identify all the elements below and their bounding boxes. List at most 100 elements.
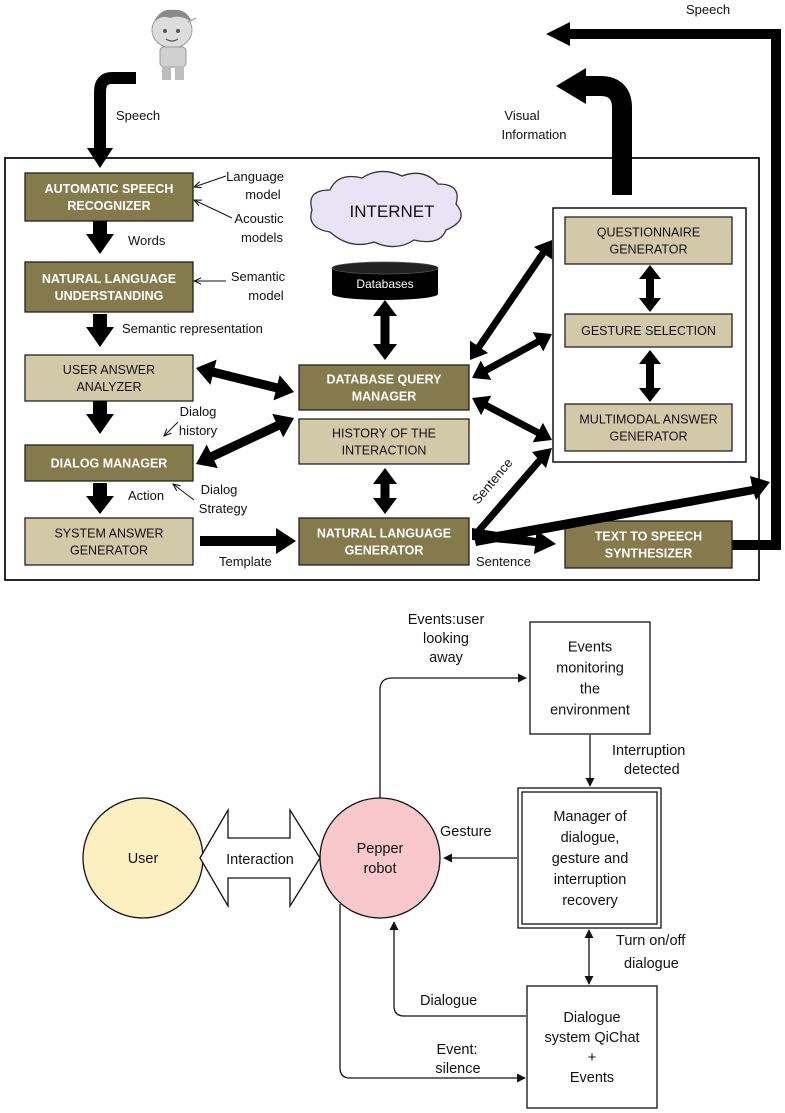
speech-out-arrow	[568, 29, 781, 550]
box-mag-line-2: GENERATOR	[609, 430, 687, 444]
dialog-strategy-label-1: Dialog	[201, 482, 238, 497]
interaction-label: Interaction	[226, 852, 294, 868]
qichat-box	[526, 985, 658, 1109]
events-box-line-3: the	[580, 682, 600, 698]
arrow-gs-mag	[639, 350, 661, 402]
internet-label: INTERNET	[350, 202, 435, 221]
semantic-model-label-2: model	[248, 288, 284, 303]
arrow-dqm-dm	[196, 413, 294, 469]
speech-out-label: Speech	[686, 2, 730, 17]
words-label: Words	[128, 233, 166, 248]
multimodal-frame	[552, 207, 747, 463]
box-sag-line-2: GENERATOR	[70, 544, 148, 558]
box-nlu-line-2: UNDERSTANDING	[55, 289, 164, 303]
box-hist-line-2: INTERACTION	[342, 444, 427, 458]
box-nlg-line-1: NATURAL LANGUAGE	[317, 527, 451, 541]
box-nlg-line-2: GENERATOR	[345, 544, 424, 558]
box-nlg: NATURAL LANGUAGE GENERATOR	[298, 517, 470, 566]
box-gs: GESTURE SELECTION	[564, 313, 733, 348]
manager-box-line-3: gesture and	[552, 851, 629, 867]
box-dqm-line-2: MANAGER	[352, 390, 417, 404]
qichat-box-line-2: system QiChat	[544, 1030, 639, 1046]
model-arrows	[164, 175, 233, 501]
arrow-qg-gs	[639, 265, 661, 312]
double-arrows	[196, 240, 661, 514]
databases-cylinder: Databases	[331, 261, 439, 300]
bottom-diagram: User Interaction Pepper robot Eventsmoni…	[82, 612, 687, 1109]
acoustic-models-label-1: Acoustic	[234, 211, 284, 226]
top-labels: SpeechSpeechVisualInformationLanguagemod…	[116, 2, 730, 569]
qichat-box-line-3: +	[588, 1050, 596, 1066]
person-icon	[151, 9, 197, 80]
databases-label: Databases	[356, 277, 413, 291]
turn-onoff-label-1: Turn on/off	[616, 933, 686, 949]
semantic-representation-label: Semantic representation	[122, 321, 263, 336]
bottom-connectors	[339, 673, 595, 1083]
box-hist-line-1: HISTORY OF THE	[332, 427, 436, 441]
box-hist: HISTORY OF THE INTERACTION	[298, 418, 470, 465]
event-silence-label-2: silence	[435, 1061, 480, 1077]
box-uaa-line-2: ANALYZER	[76, 380, 141, 394]
language-model-label-2: model	[245, 187, 281, 202]
box-qg-line-2: GENERATOR	[609, 243, 687, 257]
robot-node	[319, 797, 441, 919]
dialogue-label: Dialogue	[420, 993, 477, 1009]
arrow-hist-nlg	[373, 468, 397, 514]
language-model-label-1: Language	[226, 169, 284, 184]
visual-info-label-1: Visual	[504, 108, 539, 123]
speech-in-arrow	[94, 72, 136, 150]
sentence-label: Sentence	[476, 554, 531, 569]
box-asr-line-2: RECOGNIZER	[67, 199, 150, 213]
turn-onoff-label-2: dialogue	[624, 956, 679, 972]
semantic-model-label-1: Semantic	[231, 269, 286, 284]
event-silence-label-1: Event:	[436, 1042, 477, 1058]
box-mag-line-1: MULTIMODAL ANSWER	[579, 413, 717, 427]
box-uaa-line-1: USER ANSWER	[63, 363, 155, 377]
robot-label-2: robot	[363, 861, 396, 877]
interruption-label-1: Interruption	[612, 743, 685, 759]
manager-box-line-4: interruption	[554, 872, 627, 888]
arrow-db-dqm	[373, 300, 397, 360]
events-box-line-1: Events	[568, 640, 612, 656]
events-monitor-box	[529, 621, 651, 735]
dialog-history-label-1: Dialog	[180, 404, 217, 419]
events-user-label-1: Events:user	[408, 612, 485, 628]
box-dqm: DATABASE QUERY MANAGER	[298, 364, 470, 411]
box-qg-line-1: QUESTIONNAIRE	[597, 226, 701, 240]
main-frame	[4, 157, 760, 581]
events-user-label-2: looking	[423, 631, 469, 647]
robot-label-1: Pepper	[357, 841, 404, 857]
box-gs-line-1: GESTURE SELECTION	[581, 324, 716, 338]
box-dm-line-1: DIALOG MANAGER	[51, 457, 168, 471]
box-mag: MULTIMODAL ANSWER GENERATOR	[564, 403, 733, 452]
user-label: User	[128, 851, 159, 867]
box-nlu: NATURAL LANGUAGE UNDERSTANDING	[24, 261, 194, 313]
action-label: Action	[128, 488, 164, 503]
sentence-diagonal-arrow	[473, 448, 552, 537]
template-label: Template	[219, 554, 272, 569]
speech-in-label: Speech	[116, 108, 160, 123]
events-user-label-3: away	[429, 650, 464, 666]
manager-box-line-1: Manager of	[553, 809, 627, 825]
box-dqm-line-1: DATABASE QUERY	[326, 373, 442, 387]
qichat-box-line-1: Dialogue	[563, 1010, 620, 1026]
qichat-box-line-4: Events	[570, 1070, 614, 1086]
box-tts-line-2: SYNTHESIZER	[605, 547, 693, 561]
arrow-dqm-mag	[472, 395, 552, 443]
interruption-label-2: detected	[624, 762, 680, 778]
visual-info-arrow	[584, 76, 632, 195]
left-column-arrows	[86, 221, 114, 514]
arrow-dqm-gs	[472, 332, 552, 380]
top-diagram: INTERNET Databases AUTOMATIC SPEECHRECOG…	[4, 2, 781, 581]
internet-cloud: INTERNET	[310, 170, 462, 248]
box-dm: DIALOG MANAGER	[24, 444, 194, 482]
manager-box-line-5: recovery	[562, 893, 618, 909]
box-qg: QUESTIONNAIRE GENERATOR	[564, 216, 733, 265]
box-nlu-line-1: NATURAL LANGUAGE	[42, 272, 176, 286]
